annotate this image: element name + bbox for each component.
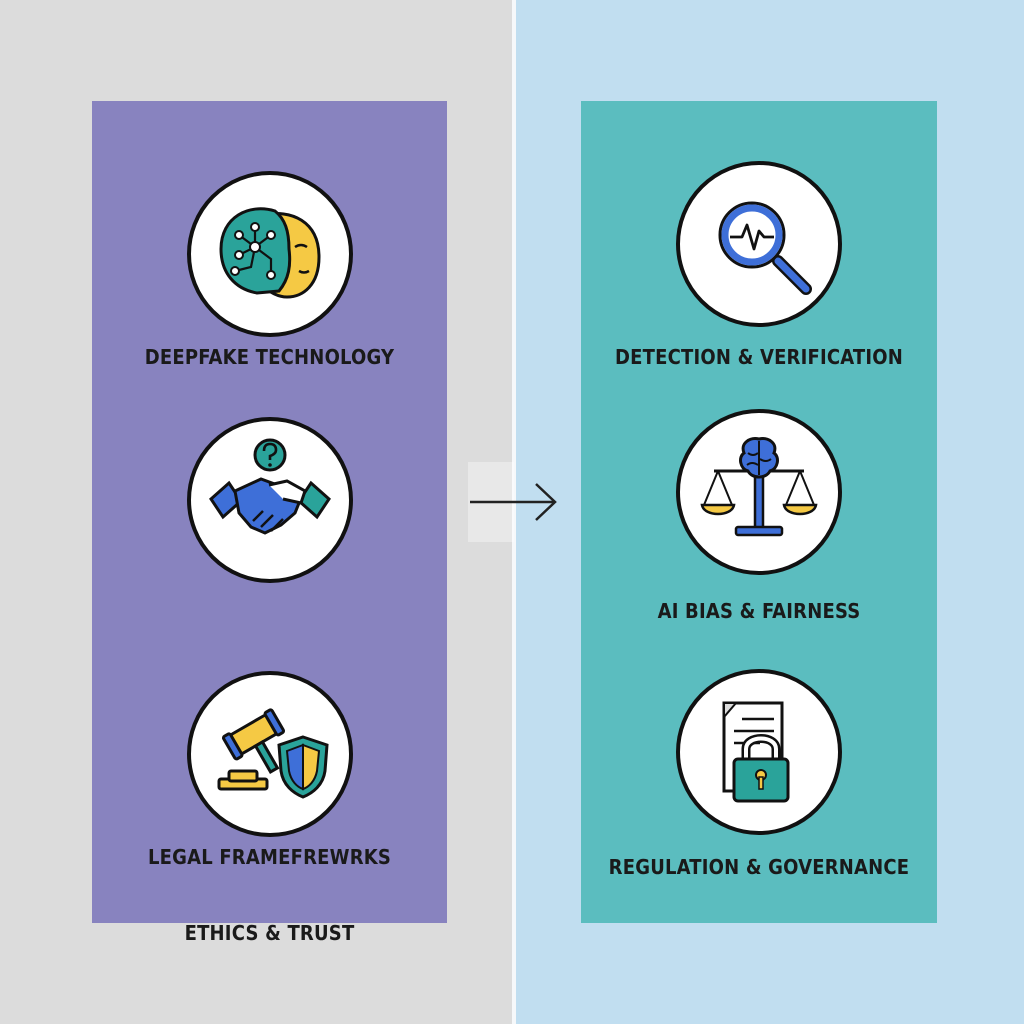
item-deepfake-technology: DEEPFAKE TECHNOLOGY	[92, 171, 447, 411]
item-regulation-governance: REGULATION & GOVERNANCE	[581, 669, 937, 909]
item-detection-verification: DETECTION & VERIFICATION	[581, 161, 937, 401]
item-label: LEGAL FRAMEFREWRKS	[147, 845, 392, 869]
document-lock-icon	[676, 669, 842, 835]
item-label: REGULATION & GOVERNANCE	[608, 855, 910, 879]
handshake-question-icon	[186, 417, 353, 583]
left-panel: DEEPFAKE TECHNOLOGY	[92, 101, 447, 945]
left-panel-lower: LEGAL FRAMEFREWRKS	[92, 101, 447, 923]
item-label: AI BIAS & FAIRNESS	[657, 599, 861, 623]
item-ethics-trust: ETHICS & TRUST	[92, 417, 447, 945]
right-arrow-icon	[470, 483, 557, 521]
center-divider	[512, 0, 516, 1024]
item-label: DETECTION & VERIFICATION	[615, 345, 903, 369]
scales-brain-icon	[676, 409, 842, 575]
ai-face-icon	[186, 171, 353, 337]
right-panel: DETECTION & VERIFICATION	[581, 101, 937, 923]
item-label: ETHICS & TRUST	[184, 921, 355, 945]
item-label: DEEPFAKE TECHNOLOGY	[144, 345, 395, 369]
item-legal-frameworks: LEGAL FRAMEFREWRKS	[92, 671, 447, 911]
item-ai-bias-fairness: AI BIAS & FAIRNESS	[581, 409, 937, 649]
gavel-shield-icon	[186, 671, 353, 837]
magnifier-signal-icon	[676, 161, 842, 327]
